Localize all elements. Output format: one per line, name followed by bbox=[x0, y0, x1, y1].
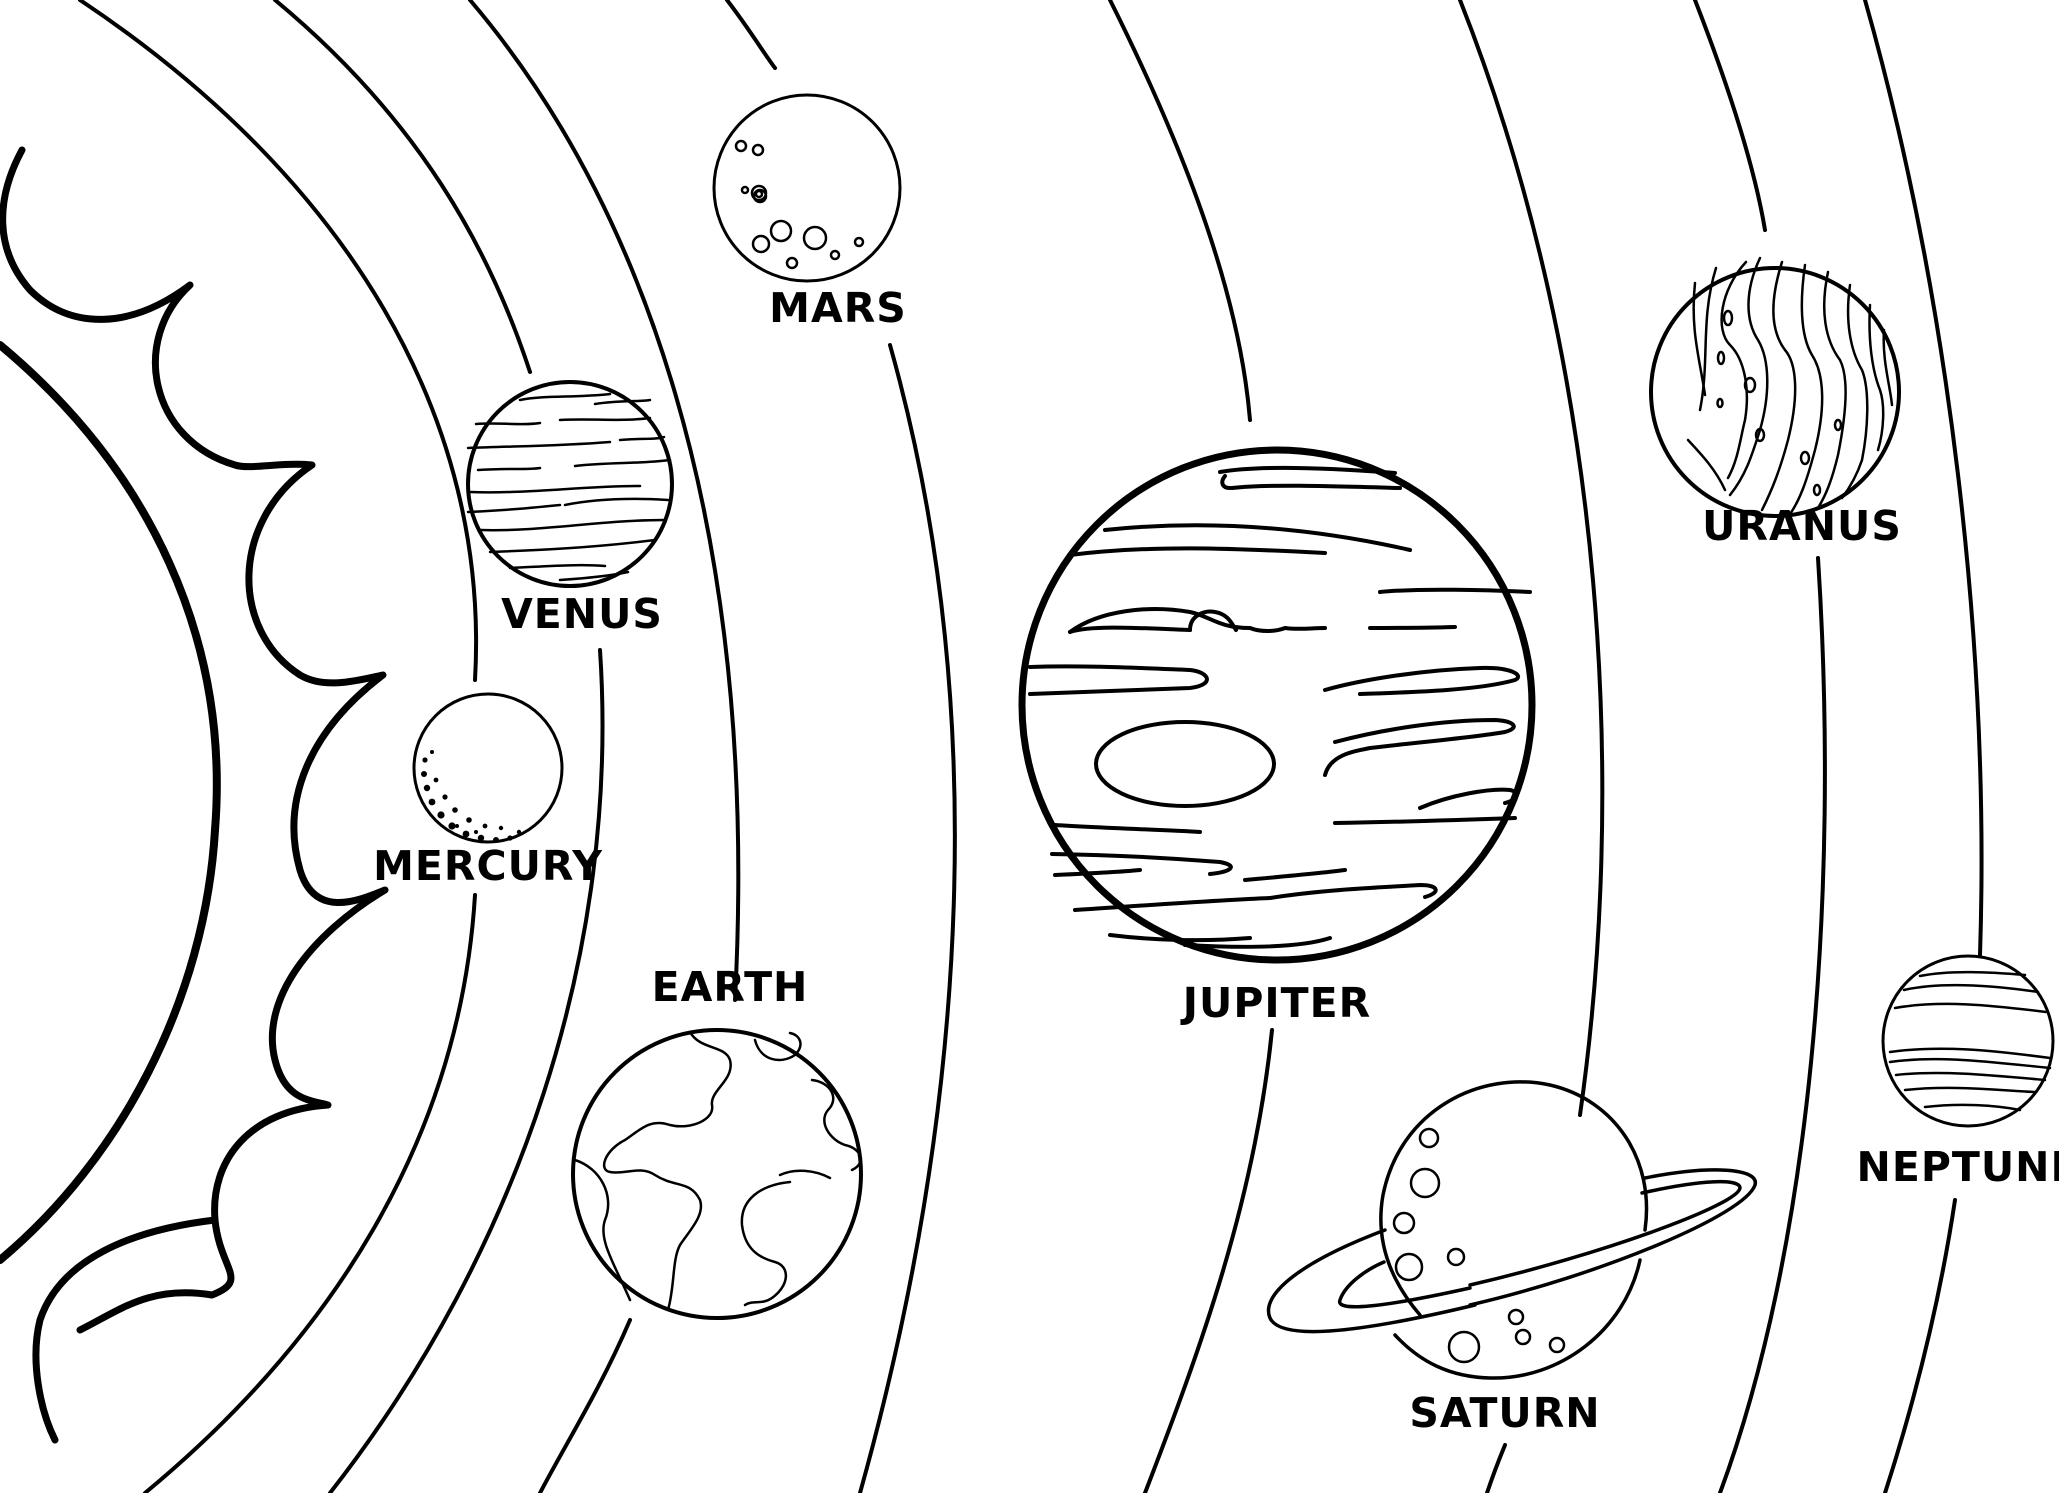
jupiter-orbit bbox=[1110, 0, 1250, 420]
uranus-orbit bbox=[1695, 0, 1765, 230]
venus-orbit bbox=[275, 0, 530, 372]
jupiter-icon bbox=[1022, 450, 1532, 960]
mars-craters bbox=[736, 141, 863, 268]
neptune-bands bbox=[1890, 972, 2050, 1110]
venus-icon bbox=[468, 382, 672, 586]
sun-icon bbox=[0, 150, 385, 1440]
uranus-stripes bbox=[1688, 258, 1892, 514]
sun-corona bbox=[3, 150, 385, 1330]
uranus-icon bbox=[1651, 258, 1899, 516]
saturn-ring-back bbox=[1470, 1170, 1755, 1305]
saturn-orbit-lower bbox=[1487, 1445, 1505, 1493]
venus-label: VENUS bbox=[501, 590, 663, 638]
neptune-icon bbox=[1883, 956, 2053, 1126]
sun-corona-lower bbox=[36, 1220, 215, 1440]
uranus-label: URANUS bbox=[1702, 502, 1902, 550]
saturn-body-lower bbox=[1395, 1260, 1640, 1378]
earth-orbit-lower bbox=[540, 1320, 630, 1493]
saturn-craters bbox=[1394, 1129, 1564, 1362]
mercury-icon bbox=[414, 694, 562, 843]
sun-body bbox=[0, 345, 217, 1260]
jupiter-label: JUPITER bbox=[1180, 979, 1371, 1027]
mars-orbit bbox=[727, 0, 775, 68]
mars-orbit-lower bbox=[860, 345, 955, 1493]
mercury-label: MERCURY bbox=[373, 842, 603, 890]
mars-icon bbox=[714, 95, 900, 281]
neptune-orbit bbox=[1865, 0, 1982, 955]
mercury-orbit bbox=[80, 0, 476, 680]
saturn-ring-back-inner bbox=[1470, 1182, 1740, 1285]
venus-bands bbox=[468, 394, 670, 580]
saturn-icon bbox=[1268, 1082, 1755, 1378]
saturn-label: SATURN bbox=[1409, 1389, 1600, 1437]
saturn-ring-front bbox=[1268, 1230, 1475, 1332]
earth-label: EARTH bbox=[652, 963, 809, 1011]
earth-icon bbox=[573, 1030, 861, 1318]
uranus-orbit-lower bbox=[1720, 558, 1825, 1493]
saturn-body bbox=[1381, 1082, 1647, 1315]
jupiter-orbit-lower bbox=[1145, 1030, 1272, 1493]
mars-label: MARS bbox=[769, 284, 907, 332]
jupiter-bands bbox=[1030, 468, 1530, 947]
mercury-orbit-lower bbox=[145, 895, 475, 1493]
neptune-orbit-lower bbox=[1885, 1200, 1955, 1493]
orbit-lines bbox=[80, 0, 1982, 1493]
saturn-ring-front-inner bbox=[1340, 1262, 1470, 1307]
mercury-dots bbox=[421, 750, 521, 843]
neptune-label: NEPTUNE bbox=[1857, 1143, 2059, 1191]
